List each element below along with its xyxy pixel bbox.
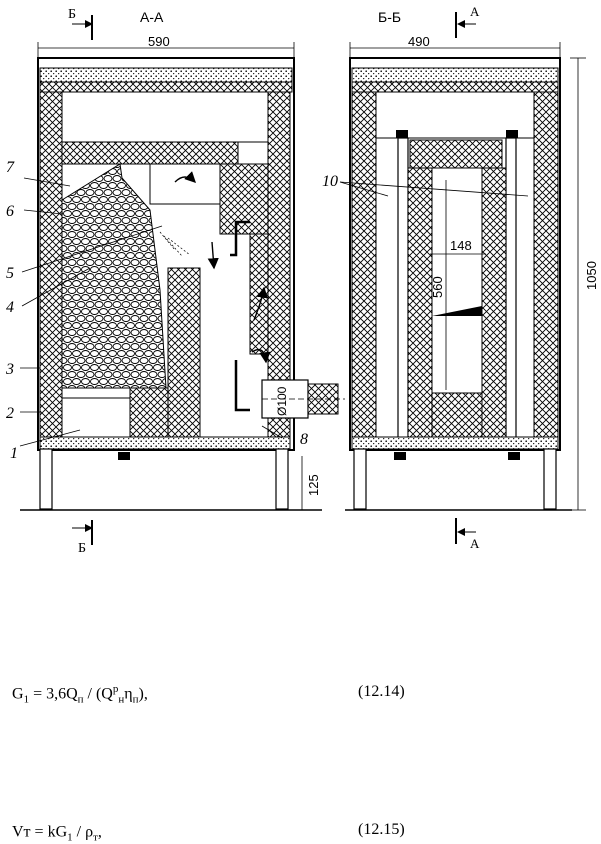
callout-8: 8 [300,431,308,448]
formula-part: , [97,823,102,841]
inner-width-label: 148 [450,238,472,253]
formula-lhs: G [12,685,24,703]
width-left-label: 590 [148,34,170,49]
formula-part: = 3,6Q [29,685,78,703]
formula-lhs-sub: 1 [23,693,30,706]
cut-letter-top-right: А [470,4,480,19]
formula-lhs: Vт [12,823,31,841]
formula-sub: п [77,693,84,706]
section-title-left: А-А [140,9,164,25]
formula-sup: р [112,683,119,695]
callout-3: 3 [5,361,14,378]
cut-letter-bottom-right: А [470,536,480,551]
width-right-label: 490 [408,34,430,49]
section-b-b [339,12,586,544]
total-height-label: 1050 [584,261,599,290]
equation-number-12-15: (12.15) [358,821,405,838]
callout-2: 2 [6,405,14,422]
formula-part: / (Q [83,685,113,703]
formula-part: / ρ [72,823,94,841]
leg-height-label: 125 [306,474,321,496]
formula-part: = kG [30,823,68,841]
cut-letter-top-left: Б [68,7,76,22]
callout-5: 5 [6,265,14,282]
formula-sub: т [93,831,98,844]
section-a-a [19,15,345,545]
cut-letter-bottom-left: Б [78,541,86,556]
callout-1: 1 [10,445,18,462]
callout-4: 4 [6,299,14,316]
inner-height-label: 560 [430,276,445,298]
formula-part: ), [138,685,148,703]
callout-6: 6 [6,203,14,220]
formula-12-14: G1 = 3,6Qп / (Qрнηп), [12,683,148,706]
equation-number-12-14: (12.14) [358,683,405,700]
section-title-right: Б-Б [378,9,401,25]
pipe-diameter-label: Ø100 [275,386,289,416]
formula-12-15: Vт = kG1 / ρт, [12,821,102,844]
formula-sub: 1 [67,831,73,844]
formula-part: η [124,685,133,703]
formula-sub: п [132,693,139,706]
callout-7: 7 [6,159,15,176]
formula-sub: н [118,693,125,706]
callout-10: 10 [322,173,338,190]
